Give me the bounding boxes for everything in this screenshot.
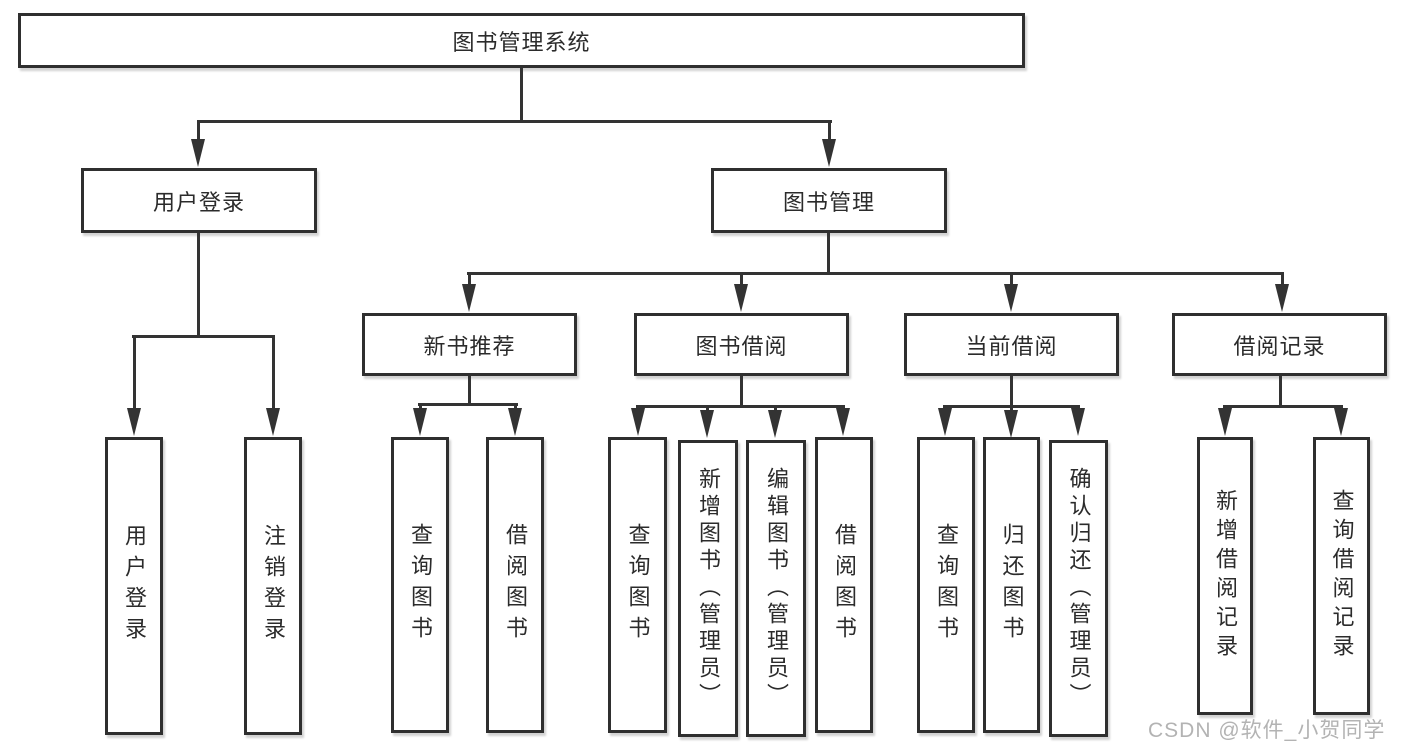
connector-root-bar: [197, 120, 832, 123]
leaf-label: 查询图书: [408, 523, 433, 647]
arrow-down-icon: [631, 408, 645, 436]
arrow-down-icon: [191, 139, 205, 167]
connector-drop: [514, 403, 517, 412]
connector-drop: [419, 403, 422, 412]
leaf-borrow-book: 借阅图书: [815, 437, 873, 733]
connector-user-child1-drop: [133, 335, 136, 412]
connector-records-stem: [1279, 376, 1282, 405]
leaf-add-borrow-record: 新增借阅记录: [1197, 437, 1253, 715]
connector-mgmt-stem: [827, 233, 830, 272]
leaf-query-book: 查询图书: [917, 437, 975, 733]
connector-user-child2-drop: [272, 335, 275, 412]
leaf-label: 编辑图书（管理员）: [764, 467, 789, 710]
arrow-down-icon: [462, 284, 476, 312]
node-book-management: 图书管理: [711, 168, 947, 233]
connector-borrow-bar: [636, 405, 845, 408]
connector-drop: [774, 405, 777, 412]
arrow-down-icon: [1004, 410, 1018, 438]
leaf-label: 确认归还（管理员）: [1066, 467, 1092, 710]
leaf-label: 新增图书（管理员）: [696, 467, 721, 710]
leaf-edit-book-admin: 编辑图书（管理员）: [746, 440, 806, 737]
node-label: 图书借阅: [695, 333, 788, 359]
connector-mgmt-drop: [828, 120, 831, 143]
node-current-borrow: 当前借阅: [904, 313, 1119, 376]
leaf-return-book: 归还图书: [983, 437, 1040, 733]
node-book-borrow: 图书借阅: [634, 313, 849, 376]
connector-user-stem: [197, 233, 200, 335]
leaf-query-book: 查询图书: [391, 437, 449, 733]
connector-newbook-bar: [418, 403, 518, 406]
connector-current-drop: [1010, 272, 1013, 288]
leaf-label: 注销登录: [261, 524, 286, 648]
node-new-book-recommend: 新书推荐: [362, 313, 577, 376]
node-label: 借阅记录: [1233, 333, 1326, 359]
node-label: 图书管理: [782, 189, 875, 215]
arrow-down-icon: [938, 408, 952, 436]
connector-user-bar: [132, 335, 275, 338]
connector-records-bar: [1223, 405, 1343, 408]
connector-drop: [1010, 405, 1013, 412]
connector-root-stem: [520, 68, 523, 120]
connector-borrow-drop: [740, 272, 743, 288]
leaf-label: 新增借阅记录: [1213, 489, 1238, 663]
arrow-down-icon: [1334, 408, 1348, 436]
leaf-logout: 注销登录: [244, 437, 302, 735]
leaf-label: 借阅图书: [503, 523, 528, 647]
connector-user-drop: [197, 120, 200, 143]
connector-newbook-stem: [468, 376, 471, 403]
arrow-down-icon: [1275, 284, 1289, 312]
arrow-down-icon: [127, 408, 141, 436]
leaf-borrow-book: 借阅图书: [486, 437, 544, 733]
node-label: 当前借阅: [965, 333, 1058, 359]
leaf-confirm-return-admin: 确认归还（管理员）: [1049, 440, 1108, 737]
connector-current-stem: [1010, 376, 1013, 405]
leaf-label: 归还图书: [999, 523, 1025, 647]
connector-newbook-drop: [468, 272, 471, 288]
node-borrow-records: 借阅记录: [1172, 313, 1387, 376]
leaf-label: 查询图书: [934, 523, 959, 647]
node-label: 用户登录: [152, 189, 245, 215]
connector-drop: [706, 405, 709, 412]
arrow-down-icon: [508, 408, 522, 436]
leaf-query-borrow-record: 查询借阅记录: [1313, 437, 1370, 715]
leaf-label: 查询图书: [625, 523, 651, 647]
node-user-login: 用户登录: [81, 168, 317, 233]
arrow-down-icon: [768, 410, 782, 438]
leaf-label: 用户登录: [122, 524, 147, 648]
arrow-down-icon: [734, 284, 748, 312]
node-library-management-system: 图书管理系统: [18, 13, 1025, 68]
arrow-down-icon: [836, 408, 850, 436]
leaf-label: 借阅图书: [832, 523, 857, 647]
node-label: 图书管理系统: [452, 29, 591, 55]
connector-mgmt-bar: [467, 272, 1284, 275]
arrow-down-icon: [413, 408, 427, 436]
connector-records-drop: [1281, 272, 1284, 288]
arrow-down-icon: [1218, 408, 1232, 436]
leaf-label: 查询借阅记录: [1329, 489, 1355, 663]
csdn-watermark: CSDN @软件_小贺同学: [1148, 719, 1386, 742]
arrow-down-icon: [700, 410, 714, 438]
leaf-query-book: 查询图书: [608, 437, 667, 733]
arrow-down-icon: [266, 408, 280, 436]
leaf-user-login: 用户登录: [105, 437, 163, 735]
arrow-down-icon: [822, 139, 836, 167]
arrow-down-icon: [1004, 284, 1018, 312]
connector-borrow-stem: [740, 376, 743, 405]
arrow-down-icon: [1071, 408, 1085, 436]
leaf-add-book-admin: 新增图书（管理员）: [678, 440, 738, 737]
node-label: 新书推荐: [423, 333, 516, 359]
